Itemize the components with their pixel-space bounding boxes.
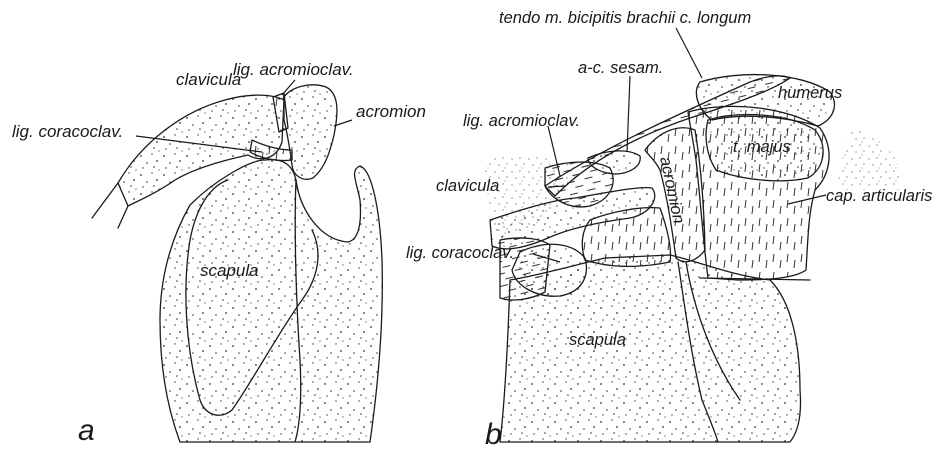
a-scapula-shape: [160, 160, 382, 442]
b-label-lig-acromioclav: lig. acromioclav.: [463, 112, 580, 130]
b-panel-letter: b: [485, 418, 502, 449]
b-label-clavicula: clavicula: [436, 177, 499, 195]
b-label-tendo: tendo m. bicipitis brachii c. longum: [499, 9, 751, 27]
a-label-clavicula: clavicula: [176, 70, 241, 89]
a-panel-letter: a: [78, 414, 95, 447]
a-acromion-shape: [284, 85, 337, 179]
b-label-lig-coracoclav: lig. coracoclav.: [406, 244, 514, 262]
a-label-lig-acromioclav: lig. acromioclav.: [233, 60, 354, 79]
a-label-acromion: acromion: [356, 102, 426, 121]
b-label-t-majus: t. majus: [733, 138, 791, 156]
a-label-scapula: scapula: [200, 261, 259, 280]
a-label-lig-coracoclav: lig. coracoclav.: [12, 122, 123, 141]
b-label-ac-sesam: a-c. sesam.: [578, 59, 663, 77]
b-label-scapula: scapula: [569, 331, 626, 349]
b-label-cap-articularis: cap. articularis: [826, 187, 932, 205]
b-label-humerus: humerus: [778, 84, 842, 102]
b-background-right: [836, 126, 900, 190]
